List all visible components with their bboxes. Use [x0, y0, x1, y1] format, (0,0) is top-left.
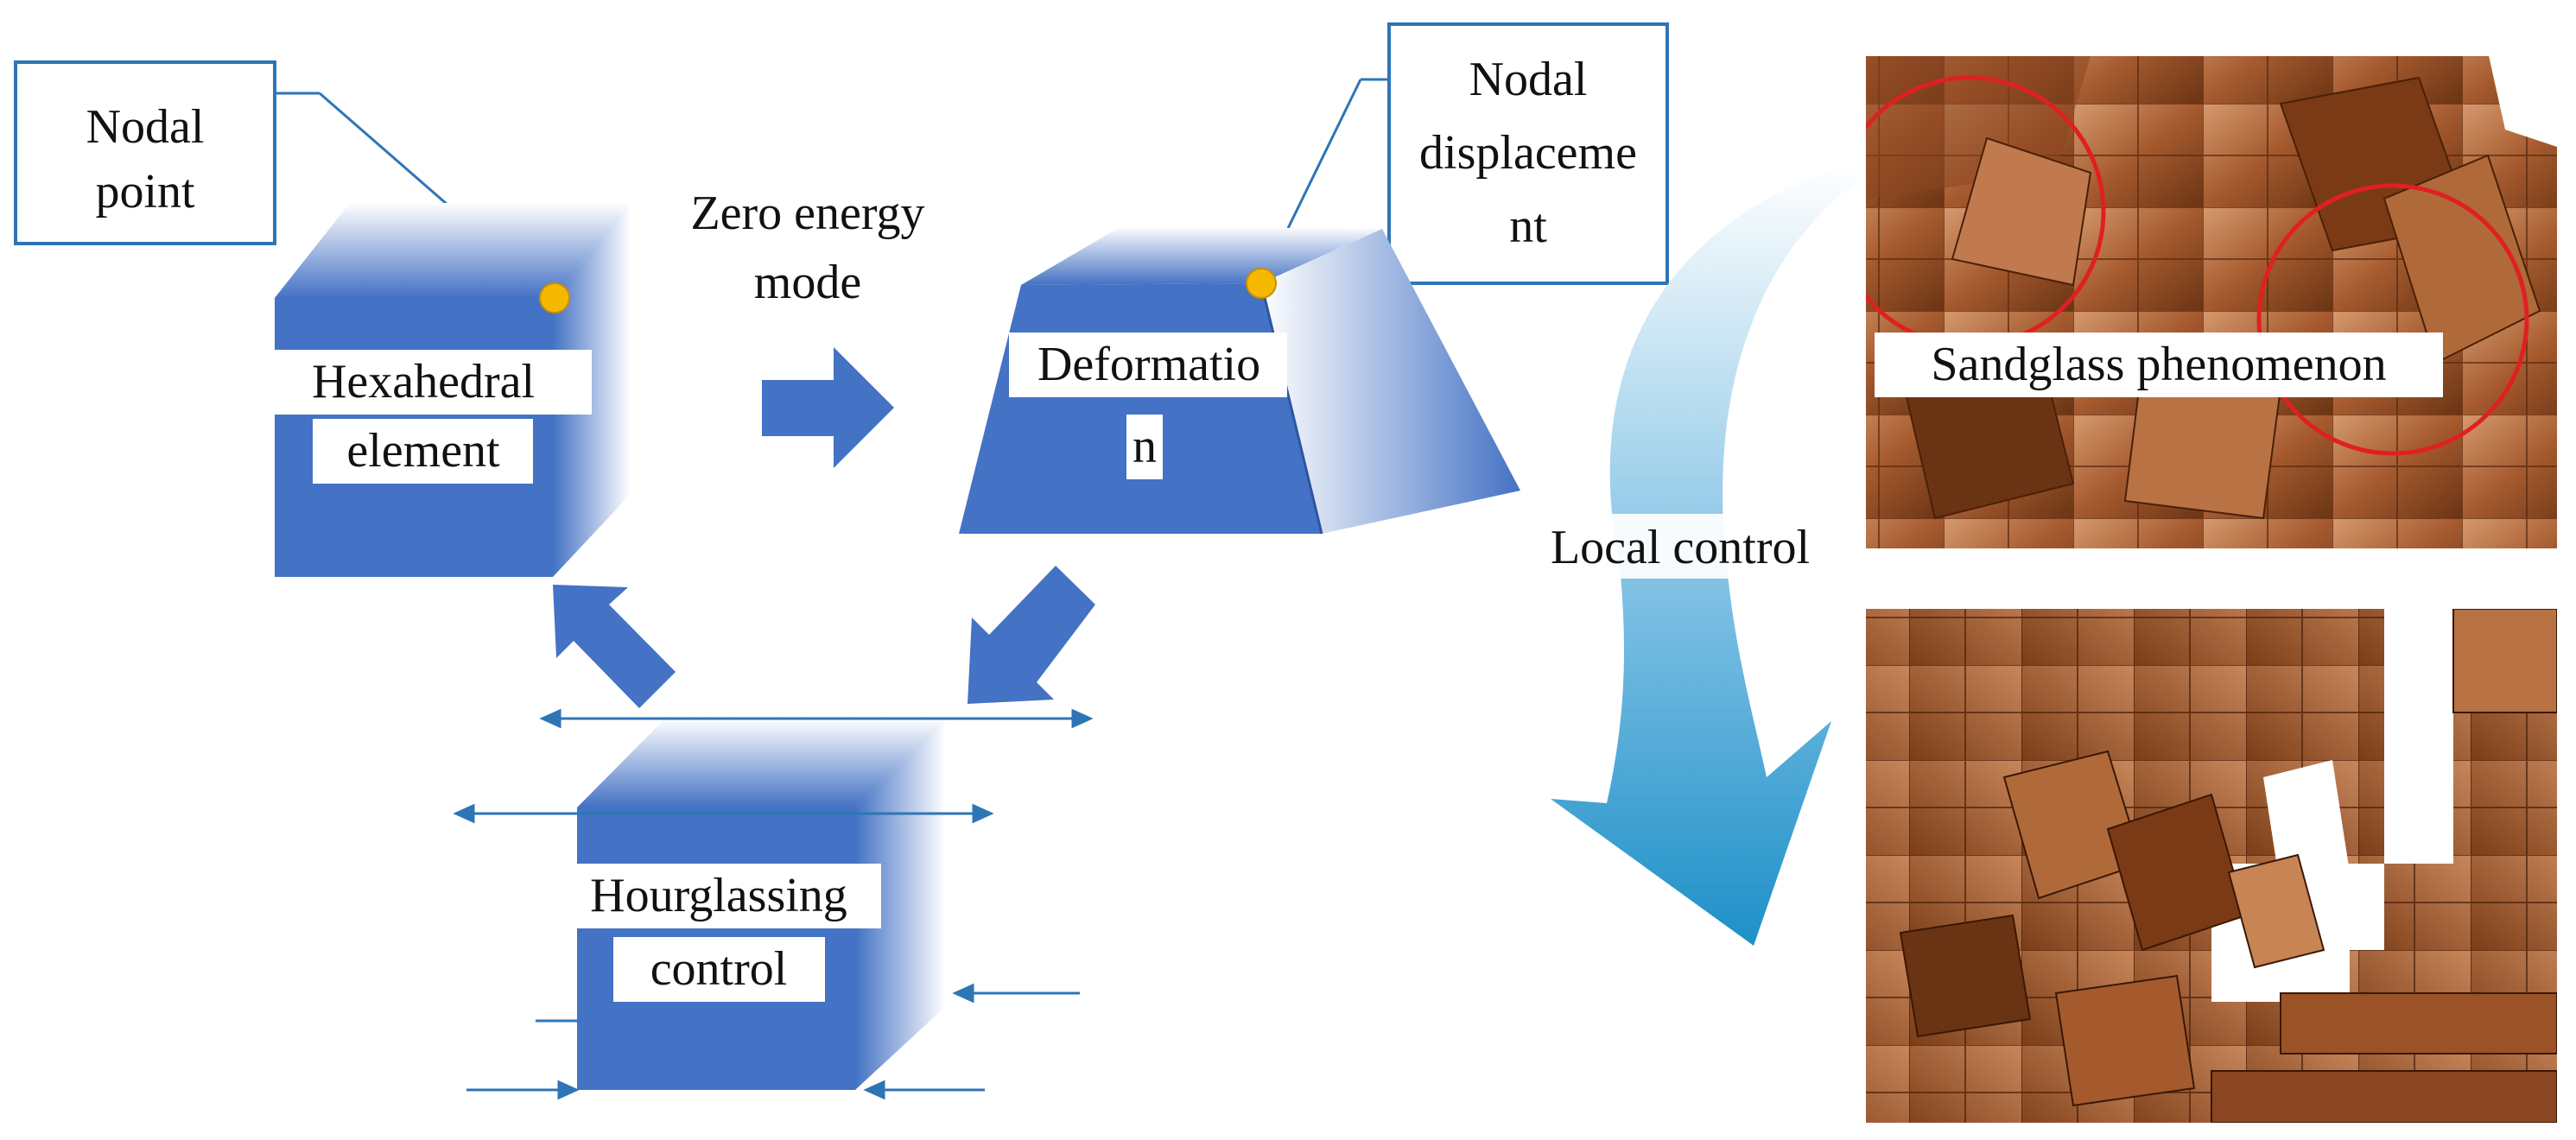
- sandglass-highlight-circle: [2256, 183, 2529, 456]
- nodal-displacement-label: nt: [1509, 200, 1547, 253]
- right-arrow: [762, 347, 894, 468]
- label-background: [1126, 415, 1163, 479]
- deformed-front-face: [959, 283, 1322, 534]
- label-background: [263, 350, 592, 415]
- cube-top-face: [275, 203, 631, 298]
- hourglassing-control-label: control: [650, 942, 788, 996]
- force-arrow-head: [952, 983, 974, 1004]
- deformed-side-face: [1261, 229, 1520, 534]
- nodal-point-label: point: [95, 165, 195, 218]
- deformed-top-face: [1021, 226, 1382, 285]
- controlled-simulation-image: [1866, 609, 2557, 1123]
- force-arrows: [453, 708, 1094, 1100]
- cube-side-face: [855, 719, 946, 1090]
- deformation-label: Deformatio: [1037, 338, 1260, 391]
- nodal-displacement-callout-box: [1387, 22, 1669, 285]
- local-control-label: Local control: [1551, 521, 1810, 574]
- nodal-displacement-callout: Nodal displaceme nt: [1259, 22, 1669, 285]
- force-arrow-head: [1071, 708, 1094, 729]
- force-arrow-head: [863, 1080, 885, 1100]
- sandglass-simulation-image: [1866, 56, 2557, 548]
- label-background: [1516, 514, 1844, 579]
- force-arrow-head: [453, 803, 475, 824]
- hexahedral-element-label: element: [346, 424, 500, 478]
- mesh-block: [2382, 154, 2541, 364]
- mesh-block: [1899, 914, 2032, 1038]
- zero-energy-mode-label: mode: [754, 256, 861, 309]
- nodal-point-marker: [539, 282, 570, 314]
- zero-energy-mode-label: Zero energy: [690, 187, 924, 240]
- mesh-block: [1951, 136, 2092, 287]
- nodal-point-label: Nodal: [86, 100, 205, 154]
- nodal-displacement-label: displaceme: [1419, 126, 1637, 180]
- nodal-point-callout: Nodal point: [14, 60, 555, 300]
- nodal-point-callout-box: [14, 60, 276, 245]
- mesh-gap: [2263, 760, 2350, 890]
- label-background: [1009, 332, 1287, 397]
- cube-top-face: [577, 719, 946, 808]
- label-background: [557, 864, 881, 928]
- mesh-block: [2211, 1070, 2557, 1123]
- up-left-arrow: [553, 585, 676, 708]
- mesh-block: [2054, 974, 2196, 1107]
- force-arrow-head: [557, 1080, 580, 1100]
- hexahedral-element-label: Hexahedral: [312, 355, 535, 408]
- mesh-gap: [2489, 56, 2557, 147]
- hourglassing-control-label: Hourglassing: [590, 869, 847, 922]
- mesh-block: [2452, 609, 2557, 713]
- deformed-edge: [1259, 282, 1323, 535]
- label-background: [613, 937, 825, 1002]
- down-left-arrow: [968, 566, 1095, 704]
- label-background: [313, 419, 533, 484]
- mesh-block: [2280, 992, 2557, 1054]
- sandglass-phenomenon-label: Sandglass phenomenon: [1931, 338, 2386, 391]
- nodal-displacement-marker: [1246, 268, 1277, 299]
- deformation-label: n: [1133, 420, 1157, 473]
- label-background: [1875, 332, 2443, 397]
- nodal-displacement-label: Nodal: [1469, 53, 1588, 106]
- force-arrow-head: [972, 803, 994, 824]
- mesh-block: [2227, 853, 2325, 969]
- force-arrow-head: [539, 708, 562, 729]
